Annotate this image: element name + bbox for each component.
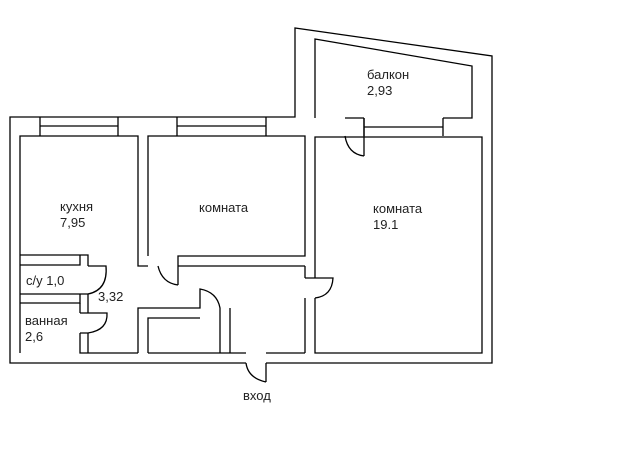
toilet-door [87, 265, 107, 295]
balcony-window [363, 118, 444, 136]
room-large-area: 19.1 [373, 217, 399, 232]
balcony-name: балкон [367, 67, 410, 82]
hallway-wall [137, 288, 305, 354]
kitchen-wall [19, 135, 148, 353]
bathroom-area: 2,6 [25, 329, 44, 344]
room-large-name: комната [373, 201, 423, 216]
balcony-area: 2,93 [367, 83, 393, 98]
kitchen-name: кухня [60, 199, 94, 214]
toilet-wall [20, 254, 89, 313]
kitchen-window [39, 117, 119, 136]
hallway-area: 3,32 [98, 289, 124, 304]
balcony-inner-wall [314, 38, 473, 119]
bathroom-wall [79, 303, 138, 354]
entrance-door [245, 362, 267, 383]
entrance-label: вход [243, 388, 271, 403]
outer-wall [9, 27, 493, 364]
room-small-wall [147, 135, 306, 285]
room-small-window [176, 117, 267, 136]
room-small-name: комната [199, 200, 249, 215]
room-small-door [157, 265, 179, 286]
bathroom-name: ванная [25, 313, 68, 328]
toilet-label: с/у 1,0 [26, 273, 65, 288]
kitchen-area: 7,95 [60, 215, 86, 230]
room-large-door [305, 277, 334, 299]
bathroom-door [80, 312, 108, 334]
room-large-wall [304, 136, 483, 354]
